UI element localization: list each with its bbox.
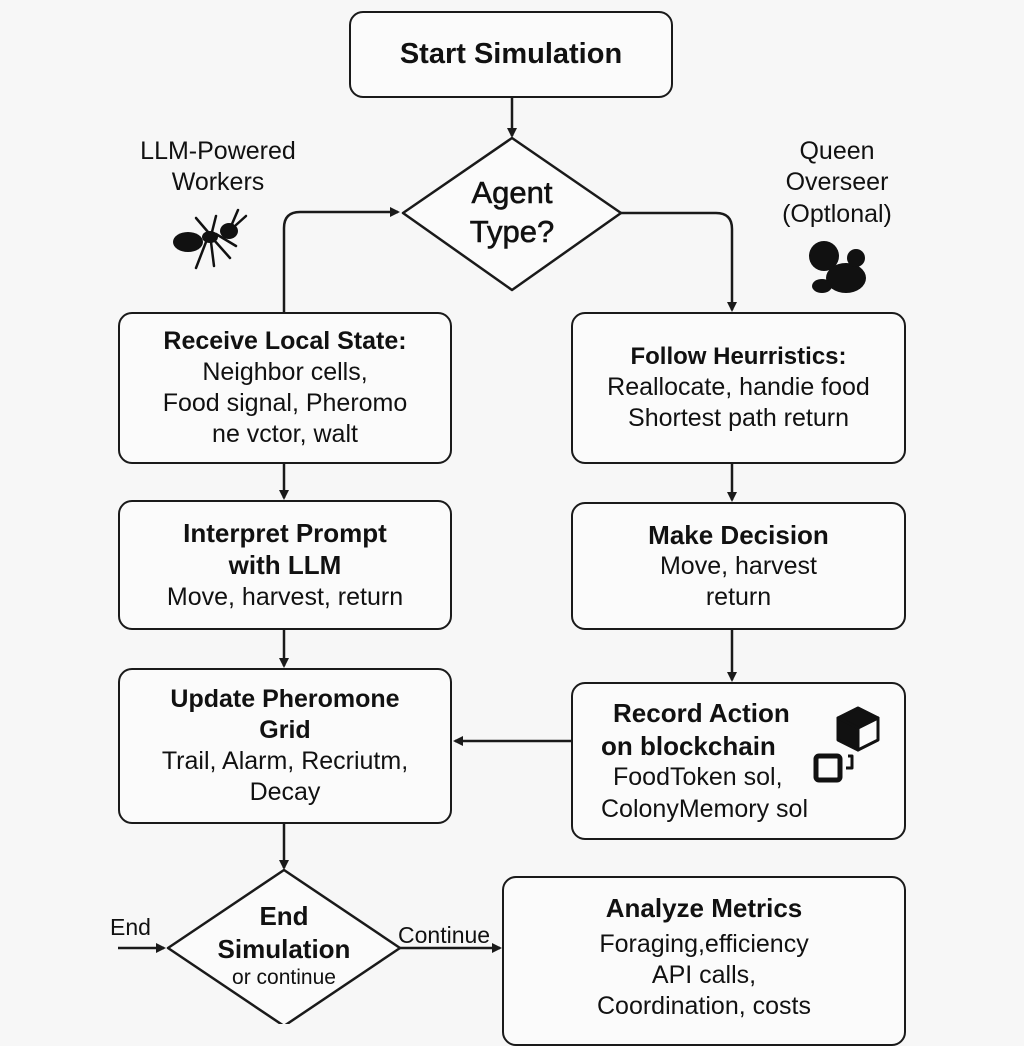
ant-icon — [173, 208, 248, 270]
record-action-title: on blockchain — [601, 730, 776, 761]
start-simulation-box: Start Simulation — [349, 11, 673, 98]
analyze-metrics-line: Coordination, costs — [596, 992, 811, 1020]
record-action-box: Record Action on blockchain FoodToken so… — [571, 682, 906, 840]
end-edge-label: End — [110, 914, 151, 940]
agent-type-text: Agent Type? — [432, 170, 592, 256]
start-simulation-title: Start Simulation — [399, 38, 623, 71]
queen-overseer-line2: Overseer — [785, 168, 889, 197]
end-simulation-line2: Simulation — [217, 933, 351, 964]
receive-local-state-line: Neighbor cells, — [202, 357, 368, 386]
record-action-line: FoodToken sol, — [613, 763, 783, 792]
follow-heuristics-box: Follow Heurristics: Reallocate, handie f… — [571, 312, 906, 464]
end-simulation-line1: End — [259, 901, 309, 932]
make-decision-title: Make Decision — [648, 519, 829, 550]
queen-overseer-line1: Queen — [799, 137, 875, 165]
agent-type-line2: Type? — [469, 214, 555, 250]
queen-icon — [809, 241, 866, 293]
make-decision-line: return — [705, 583, 772, 612]
analyze-metrics-box: Analyze Metrics Foraging,efficiency API … — [502, 876, 906, 1046]
end-simulation-diamond — [166, 868, 402, 1024]
arrow-agent-type-to-heuristics — [620, 211, 737, 312]
continue-edge-label: Continue — [398, 922, 491, 948]
analyze-metrics-line: API calls, — [651, 960, 757, 989]
end-simulation-text: End Simulation or continue — [194, 896, 374, 996]
interpret-prompt-line: Move, harvest, return — [166, 582, 404, 611]
analyze-metrics-line: Foraging,efficiency — [599, 929, 809, 958]
receive-local-state-line: Food signal, Pheromo — [162, 389, 408, 417]
queen-overseer-line3: (Optlonal) — [782, 199, 892, 228]
analyze-metrics-title: Analyze Metrics — [605, 893, 803, 923]
receive-local-state-box: Receive Local State: Neighbor cells, Foo… — [118, 312, 452, 464]
receive-local-state-title: Receive Local State: — [163, 326, 407, 355]
agent-type-line1: Agent — [471, 175, 553, 211]
record-action-title: Record Action — [613, 698, 790, 729]
flowchart-connectors — [118, 98, 737, 1024]
llm-workers-label: LLM-Powered Workers — [118, 136, 318, 199]
make-decision-line: Move, harvest — [659, 552, 817, 580]
follow-heuristics-line: Reallocate, handie food — [607, 372, 870, 401]
agent-type-diamond — [401, 136, 623, 292]
blockchain-cube-icon — [813, 706, 880, 783]
arrow-receive-to-agent-type — [282, 207, 400, 312]
llm-workers-line1: LLM-Powered — [140, 137, 296, 165]
interpret-prompt-title: Interpret Prompt — [183, 517, 387, 548]
follow-heuristics-title: Follow Heurristics: — [630, 342, 847, 370]
update-pheromone-title: Grid — [259, 715, 311, 744]
update-pheromone-box: Update Pheromone Grid Trail, Alarm, Recr… — [118, 668, 452, 824]
record-action-line: ColonyMemory sol — [601, 794, 809, 823]
update-pheromone-line: Trail, Alarm, Recriutm, — [161, 747, 409, 775]
interpret-prompt-title: with LLM — [228, 550, 342, 581]
llm-workers-line2: Workers — [171, 168, 265, 197]
make-decision-box: Make Decision Move, harvest return — [571, 502, 906, 630]
follow-heuristics-line: Shortest path return — [628, 404, 849, 432]
queen-overseer-label: Queen Overseer (Optlonal) — [752, 136, 922, 230]
interpret-prompt-box: Interpret Prompt with LLM Move, harvest,… — [118, 500, 452, 630]
end-simulation-line3: or continue — [232, 966, 336, 990]
update-pheromone-line: Decay — [249, 778, 321, 807]
update-pheromone-title: Update Pheromone — [170, 684, 400, 713]
receive-local-state-line: ne vctor, walt — [212, 420, 358, 449]
